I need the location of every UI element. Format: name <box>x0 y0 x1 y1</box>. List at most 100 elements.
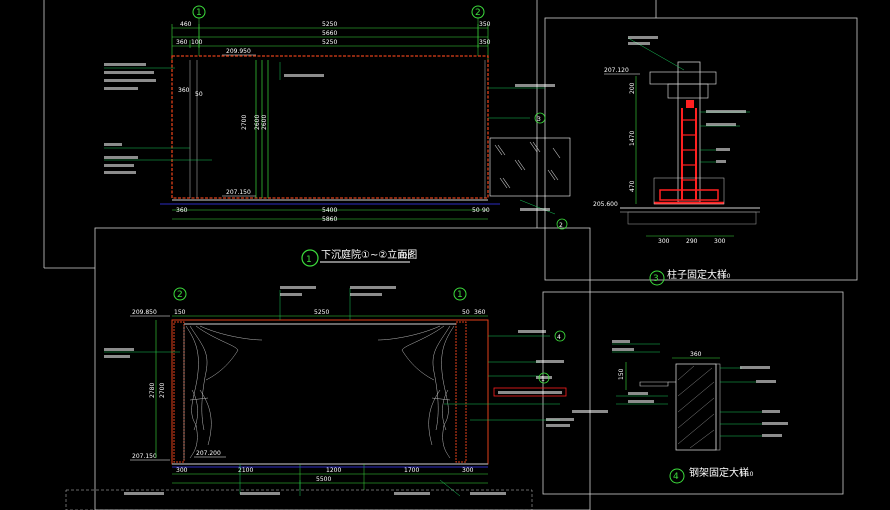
beam-edge <box>715 363 721 451</box>
beam-section <box>675 363 717 451</box>
note-text <box>394 492 430 495</box>
bot-level-top: 209.850 <box>132 309 157 316</box>
level-top: 209.950 <box>226 48 251 55</box>
dim-bottom-2: 5400 <box>322 207 337 214</box>
bot-dim-b4: 1700 <box>404 467 419 474</box>
detail4-dim-side: 150 <box>618 368 625 380</box>
dim-r3-2: 100 <box>191 39 203 46</box>
opening-frame <box>171 319 489 465</box>
note-text <box>104 348 134 351</box>
side-dim-360: 360 <box>178 87 190 94</box>
curtain-fold <box>199 389 212 446</box>
opening-frame <box>171 55 489 199</box>
dim-top-3: 350 <box>479 21 491 28</box>
left-jamb <box>173 321 185 463</box>
stirrups <box>682 119 696 181</box>
axis-label-left: 2 <box>177 290 183 300</box>
note-text <box>628 36 658 39</box>
hatch <box>547 169 556 181</box>
dim-bottom-4: 90 <box>482 207 490 214</box>
note-text <box>706 123 736 126</box>
beam-hatch <box>677 365 715 449</box>
detail3-title: 柱子固定大样 <box>667 268 727 281</box>
side-dim-2600b: 2600 <box>261 115 268 130</box>
cap <box>649 71 717 85</box>
note-text <box>762 434 782 437</box>
hatch <box>517 159 526 171</box>
note-text <box>536 376 552 379</box>
note-text <box>104 63 146 66</box>
main-title-scale: 1:20 <box>398 253 412 260</box>
bot-level-bottom: 207.150 <box>132 453 157 460</box>
detail3-scale: 1:10 <box>717 273 731 280</box>
bot-dim-b3: 1200 <box>326 467 341 474</box>
detail4-leaders <box>612 343 762 437</box>
curtain-swag <box>195 325 239 381</box>
ref-marker-bottom-label: 2 <box>559 222 563 229</box>
detail3-dim-470: 470 <box>629 180 636 192</box>
note-text <box>520 208 550 211</box>
hatch <box>689 429 715 449</box>
note-text <box>518 330 546 333</box>
detail3-level: 207.120 <box>604 67 629 74</box>
side-dim-50: 50 <box>195 91 203 98</box>
curtain-swag <box>377 325 441 341</box>
bottom-sheet-frame <box>94 227 591 510</box>
bot-dim-top-1: 150 <box>174 309 186 316</box>
bot-dim-top-4: 360 <box>474 309 486 316</box>
hatch <box>494 144 503 156</box>
cap-lower <box>667 83 709 99</box>
detail3-title-number: 3 <box>653 274 659 284</box>
detail4: 360 150 <box>612 340 788 484</box>
detail3-frame <box>544 17 858 281</box>
bot-leaders <box>104 288 560 497</box>
note-text <box>756 380 776 383</box>
bottom-dim-chain <box>172 209 488 220</box>
note-text <box>284 74 324 77</box>
bot-level-mid: 207.200 <box>196 450 221 457</box>
hatch <box>552 147 561 159</box>
posts <box>189 60 486 198</box>
tieback <box>189 397 209 401</box>
note-text <box>104 156 138 159</box>
axis-label-right: 2 <box>475 8 481 18</box>
title-block-main: 1 下沉庭院①~②立面图 1:20 <box>301 248 417 267</box>
hatch <box>677 397 715 429</box>
dim-r3-3: 5250 <box>322 39 337 46</box>
detail4-title: 钢架固定大样 <box>689 466 749 479</box>
glass-panel <box>489 137 571 197</box>
top-elevation: 1 2 460 5250 350 5660 360 100 5250 350 2… <box>104 5 571 230</box>
detail3-title-circle <box>649 270 665 286</box>
base-plate <box>659 189 719 201</box>
leader <box>439 479 461 497</box>
curtain-swag <box>199 325 263 341</box>
note-text <box>498 391 562 394</box>
note-text <box>706 110 746 113</box>
dim-r3-4: 350 <box>479 39 491 46</box>
top-dim-chains <box>171 24 489 60</box>
note-text <box>240 492 280 495</box>
bot-side-dim-2700: 2700 <box>159 383 166 398</box>
note-text <box>762 410 780 413</box>
highlight-note-box <box>493 387 567 397</box>
detail3-dim-1470: 1470 <box>629 131 636 146</box>
note-text <box>572 410 608 413</box>
detail3-dim-b1: 300 <box>658 238 670 245</box>
detail3-dim-b3: 300 <box>714 238 726 245</box>
detail3-dim-200: 200 <box>629 82 636 94</box>
ref-marker-right-label: 3 <box>537 116 541 123</box>
detail4-title-circle <box>669 468 685 484</box>
note-text <box>104 143 122 146</box>
bottom-elevation: 2 1 150 5250 50 360 209.850 207.150 207.… <box>65 286 608 510</box>
note-text <box>740 366 770 369</box>
hatch <box>514 159 523 171</box>
curtain-fold <box>428 389 441 446</box>
axis-marker-left <box>173 287 187 301</box>
curtain-fold <box>441 325 455 459</box>
hatch <box>529 141 538 153</box>
note-text <box>104 171 136 174</box>
sheet-frames <box>43 0 858 510</box>
detail-marker-1 <box>538 372 550 384</box>
hatch <box>497 144 506 156</box>
note-text <box>628 42 650 45</box>
